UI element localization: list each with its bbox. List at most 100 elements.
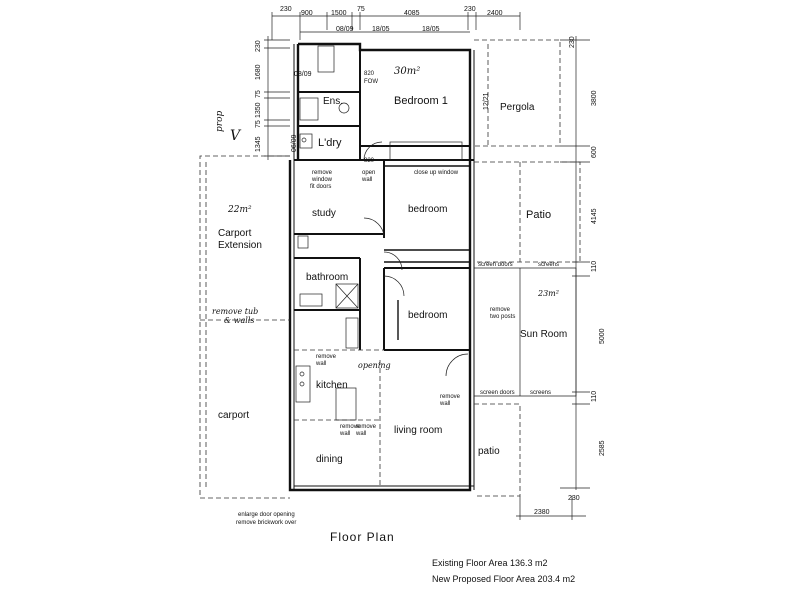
bathroom-shower-cross-2 — [335, 283, 359, 309]
existing-floor-area: Existing Floor Area 136.3 m2 — [432, 558, 548, 568]
top-dimension-line: 230 900 1500 75 4085 230 2400 08/09 18/0… — [271, 6, 521, 40]
kitchen-island — [335, 387, 357, 421]
bathroom-vanity — [299, 293, 323, 307]
room-labels: Ens. Bedroom 1 Pergola L'dry study bedro… — [218, 95, 567, 465]
note-screens-bottom: screens — [530, 390, 551, 396]
note-remove-posts: remove two posts — [490, 307, 515, 320]
area-summary: Existing Floor Area 136.3 m2 New Propose… — [432, 555, 575, 587]
room-carport: carport — [218, 410, 249, 421]
annotations: remove window fit doors open wall close … — [212, 66, 559, 526]
note-remove-wall-dining: remove wall — [339, 424, 362, 437]
note-remove-window: remove window fit doors — [310, 170, 334, 190]
dim-top-3: 1500 — [331, 10, 347, 17]
dim-left-3: 75 — [255, 90, 262, 98]
note-screen-doors-top: screen doors — [478, 262, 513, 268]
dim-right-7: 110 — [591, 391, 598, 402]
left-dimension-line: 230 1680 75 1350 75 1345 prop V — [215, 36, 290, 160]
dim-top-6: 230 — [464, 6, 476, 13]
room-bathroom: bathroom — [306, 272, 348, 283]
proposed-floor-area: New Proposed Floor Area 203.4 m2 — [432, 574, 576, 584]
right-dimension-line: 230 3800 600 4145 110 5000 110 2585 — [560, 36, 606, 490]
room-ensuite: Ens. — [323, 96, 343, 107]
note-area-carport: 22m² — [227, 205, 252, 215]
door-swing-4 — [445, 353, 469, 377]
dim-left-2: 1680 — [255, 64, 262, 80]
laundry-tub-drain — [301, 137, 307, 143]
dim-door-3: 18/05 — [422, 26, 440, 33]
interior-walls — [294, 50, 474, 490]
dim-top-1: 230 — [280, 6, 292, 13]
ensuite-vanity — [299, 97, 319, 121]
note-area-sunroom: 23m² — [537, 289, 559, 298]
linen-cupboard — [345, 317, 359, 349]
dim-door-1: 08/09 — [336, 26, 354, 33]
note-screen-doors-bottom: screen doors — [480, 390, 515, 396]
handwritten-arrow-mark: V — [230, 128, 242, 144]
dim-left-5: 75 — [255, 120, 262, 128]
dim-left-4: 1350 — [255, 102, 262, 118]
note-remove-wall-right: remove wall — [439, 394, 462, 407]
window-label-3: 06/09 — [291, 134, 298, 152]
room-laundry: L'dry — [318, 137, 342, 149]
room-bedroom-a: bedroom — [408, 204, 447, 215]
dim-left-6: 1345 — [255, 136, 262, 152]
door-swing-2 — [363, 217, 385, 239]
door-swing-3 — [383, 251, 403, 271]
note-remove-wall-kitchen: remove wall — [315, 354, 338, 367]
ensuite-shower — [317, 45, 335, 73]
dim-right-8: 2585 — [599, 440, 606, 456]
ensuite-toilet — [338, 102, 350, 114]
handwritten-prop: prop — [215, 111, 225, 132]
dim-top-4: 75 — [357, 6, 365, 13]
room-living: living room — [394, 425, 442, 436]
stove-burner-2 — [299, 381, 305, 387]
dim-right-1: 230 — [569, 36, 576, 48]
dim-top-5: 4085 — [404, 10, 420, 17]
toilet — [297, 235, 309, 249]
room-bedroom-1: Bedroom 1 — [394, 95, 448, 107]
room-sun-room: Sun Room — [520, 329, 567, 340]
note-820-fow: 820 FOW — [364, 71, 378, 85]
bathroom-shower — [335, 283, 359, 309]
stove-burner-1 — [299, 371, 305, 377]
fixtures — [295, 45, 469, 421]
note-area-bedroom1: 30m² — [394, 66, 420, 77]
dim-right-3: 600 — [591, 146, 598, 158]
door-swing-5 — [383, 275, 405, 297]
dim-right-6: 5000 — [599, 328, 606, 344]
room-patio-bottom: patio — [478, 446, 500, 457]
dim-right-2: 3800 — [591, 90, 598, 106]
dim-left-1: 230 — [255, 40, 262, 52]
room-dining: dining — [316, 454, 343, 465]
dim-right-5: 110 — [591, 261, 598, 272]
carport-outline — [199, 155, 290, 499]
window-label-1: 08/09 — [294, 71, 312, 78]
note-screens-top: screens — [538, 262, 559, 268]
bottom-dimension-line: 2380 230 — [516, 495, 586, 520]
room-kitchen: kitchen — [316, 380, 348, 391]
dim-right-4: 4145 — [591, 208, 598, 224]
dim-top-2: 900 — [301, 10, 313, 17]
room-bedroom-b: bedroom — [408, 310, 447, 321]
window-label-2: 12/21 — [483, 92, 490, 110]
bedroom1-robe — [389, 141, 463, 161]
room-study: study — [312, 208, 336, 219]
room-patio-top: Patio — [526, 209, 551, 221]
dim-top-7: 2400 — [487, 10, 503, 17]
drawing-title: Floor Plan — [330, 530, 395, 544]
dim-door-2: 18/05 — [372, 26, 390, 33]
outdoor-structures — [474, 39, 581, 497]
dim-bottom-2: 230 — [568, 495, 580, 502]
note-close-window: close up window — [414, 170, 459, 176]
dim-bottom-1: 2380 — [534, 509, 550, 516]
note-remove-wall-living: remove wall — [355, 424, 378, 437]
note-opening: opening — [358, 361, 391, 370]
note-remove-tub: remove tub & walls — [212, 307, 261, 325]
room-carport-extension: Carport Extension — [218, 228, 262, 251]
room-pergola: Pergola — [500, 102, 535, 113]
door-swing-1 — [363, 141, 383, 161]
laundry-tub — [299, 133, 313, 149]
kitchen-bench — [295, 365, 311, 403]
note-open-wall: open wall — [361, 170, 377, 183]
